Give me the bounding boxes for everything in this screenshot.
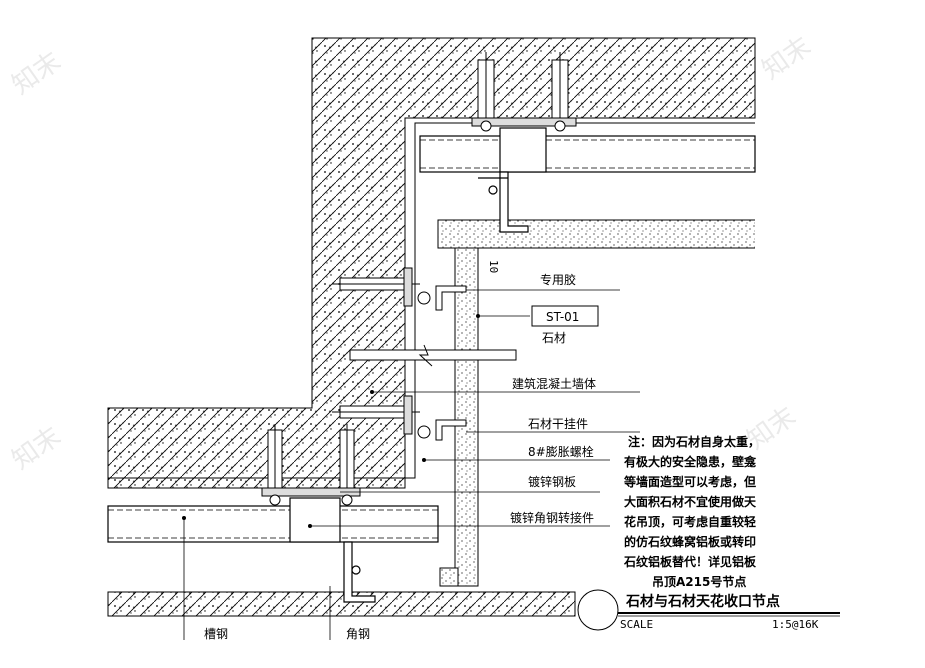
note-line: 大面积石材不宜使用做天 xyxy=(624,494,757,509)
expansion-bolts-lower xyxy=(261,424,361,506)
label-angle-steel: 角钢 xyxy=(346,627,370,641)
note-line: 吊顶A215号节点 xyxy=(652,574,746,589)
label-channel-steel: 槽钢 xyxy=(204,627,228,641)
label-code: ST-01 xyxy=(546,310,579,324)
title-circle xyxy=(577,589,619,631)
stone-ceiling-upper xyxy=(437,219,755,249)
scale-value: 1:5@16K xyxy=(772,618,819,631)
leader-dots xyxy=(182,314,480,528)
note-line: 注：因为石材自身太重， xyxy=(628,434,760,449)
angle-steel-lower xyxy=(343,541,376,603)
concrete-slab-bottom xyxy=(107,591,576,617)
label-galv-angle-adapter: 镀锌角钢转接件 xyxy=(510,510,594,525)
angle-steel-upper xyxy=(478,171,529,233)
wall-break-line xyxy=(349,344,517,367)
note-line: 有极大的安全隐患，壁龛 xyxy=(624,454,757,469)
svg-text:知末: 知末 xyxy=(7,421,67,475)
label-glue: 专用胶 xyxy=(540,272,576,287)
label-stone: 石材 xyxy=(542,331,566,345)
leaders xyxy=(183,289,640,640)
note-line: 的仿石纹蜂窝铝板或转印 xyxy=(624,534,756,549)
wall-face-line xyxy=(108,122,755,479)
stone-wall-cladding xyxy=(454,247,479,587)
wall-bolt-lower xyxy=(332,395,467,441)
dimension-10: 10 xyxy=(487,260,500,273)
channel-steel-upper xyxy=(419,127,756,173)
label-expansion-bolt: 8#膨胀螺栓 xyxy=(528,444,594,459)
stone-return xyxy=(439,567,459,587)
svg-text:知末: 知末 xyxy=(757,31,817,85)
expansion-bolts-upper xyxy=(471,52,577,132)
note-line: 花吊顶，可考虑自重较轻 xyxy=(624,514,756,529)
label-stone-hanger: 石材干挂件 xyxy=(528,417,588,431)
wall-bolt-middle xyxy=(332,267,467,311)
note-line: 等墙面造型可以考虑，但 xyxy=(623,474,756,489)
title-block: 石材与石材天花收口节点 SCALE 1:5@16K xyxy=(577,589,840,631)
svg-text:知末: 知末 xyxy=(7,46,67,100)
note-line: 石纹铝板替代！详见铝板 xyxy=(623,554,757,569)
label-galv-plate: 镀锌钢板 xyxy=(528,475,576,489)
label-concrete-wall: 建筑混凝土墙体 xyxy=(512,376,596,391)
note-block: 注：因为石材自身太重， 有极大的安全隐患，壁龛 等墙面造型可以考虑，但 大面积石… xyxy=(623,434,760,589)
channel-steel-lower xyxy=(107,497,439,543)
code-box xyxy=(531,305,599,327)
drawing-title: 石材与石材天花收口节点 xyxy=(625,593,780,610)
concrete-wall-upper xyxy=(107,37,756,489)
scale-label: SCALE xyxy=(620,618,653,631)
